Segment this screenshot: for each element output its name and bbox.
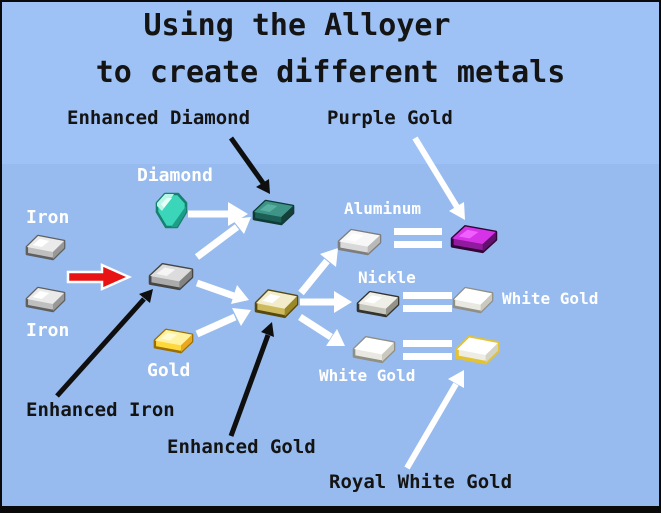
purple-gold-ingot-icon [450, 221, 498, 255]
white-gold-input-ingot-icon [352, 332, 396, 365]
nickle-ingot-icon [356, 287, 400, 319]
label-enhanced-diamond: Enhanced Diamond [67, 107, 251, 129]
label-purple-gold: Purple Gold [327, 107, 453, 129]
white-gold-ingot-icon [452, 283, 494, 315]
iron-ingot-2-icon [25, 283, 66, 314]
enhanced-gold-ingot-icon [254, 285, 299, 320]
label-enhanced-iron: Enhanced Iron [26, 399, 175, 421]
iron-ingot-icon [25, 231, 66, 262]
label-iron-top: Iron [26, 207, 70, 228]
aluminum-ingot-icon [337, 225, 382, 257]
label-enhanced-gold: Enhanced Gold [167, 436, 316, 458]
label-gold: Gold [147, 360, 191, 381]
background-upper [2, 2, 659, 164]
label-nickle: Nickle [358, 268, 416, 287]
enhanced-iron-ingot-icon [148, 259, 194, 292]
gold-ingot-icon [153, 325, 194, 355]
label-white-gold-result: White Gold [502, 289, 599, 308]
page-title-line1: Using the Alloyer [143, 8, 451, 43]
label-iron-bottom: Iron [26, 320, 70, 341]
diamond-gem-icon [155, 192, 188, 230]
enhanced-diamond-ingot-icon [252, 196, 295, 227]
page-title-line2: to create different metals [95, 55, 566, 90]
label-white-gold-input: White Gold [319, 366, 416, 385]
label-aluminum: Aluminum [344, 199, 422, 218]
background-lower [2, 164, 659, 506]
label-diamond: Diamond [137, 165, 213, 186]
royal-white-gold-ingot-icon [455, 332, 500, 366]
label-royal-white-gold: Royal White Gold [329, 471, 513, 493]
